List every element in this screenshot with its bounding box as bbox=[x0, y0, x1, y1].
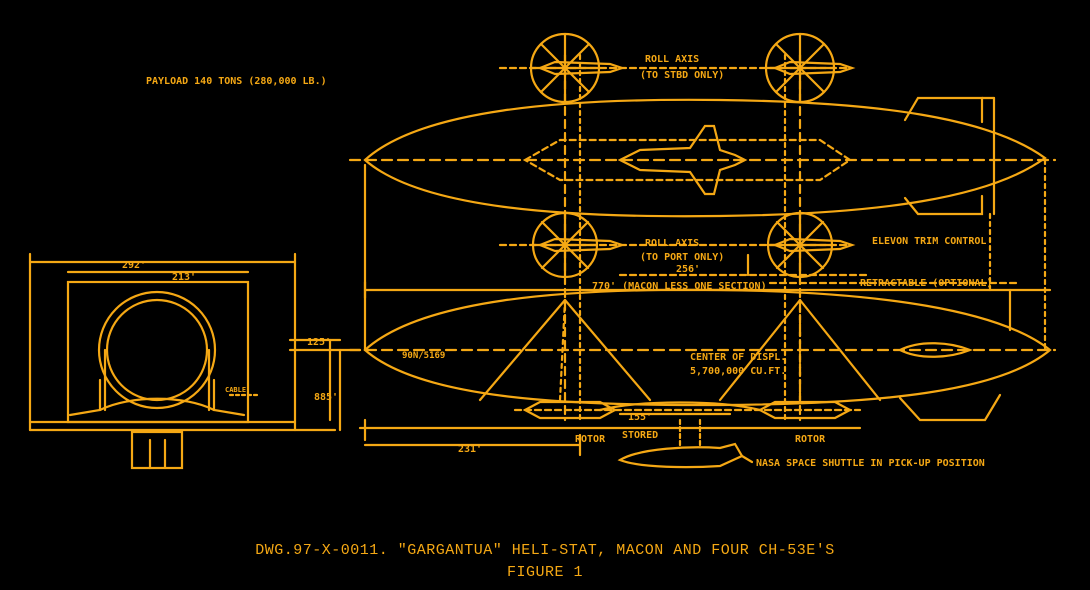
roll-axis-top-sub-label: (TO STBD ONLY) bbox=[640, 70, 724, 81]
dim-155-label: 155' bbox=[628, 412, 652, 423]
rotor-right-label: ROTOR bbox=[795, 434, 826, 445]
caption-line-1: DWG.97-X-0011. "GARGANTUA" HELI-STAT, MA… bbox=[255, 542, 835, 559]
hull-mark-label: 90N/5169 bbox=[402, 351, 445, 361]
nasa-shuttle-label: NASA SPACE SHUTTLE IN PICK-UP POSITION bbox=[756, 458, 985, 469]
dim-213-label: 213' bbox=[172, 272, 196, 283]
dim-256-label: 256' bbox=[676, 264, 700, 275]
dim-885-label: 885' bbox=[314, 392, 338, 403]
stored-label: STORED bbox=[622, 430, 658, 441]
lower-airship-hull bbox=[363, 288, 1052, 407]
shuttle-plan-view bbox=[617, 124, 748, 196]
upper-tail-fin-lower bbox=[903, 194, 984, 216]
dim-231-label: 231' bbox=[458, 444, 482, 455]
center-of-displ-label: CENTER OF DISPL. bbox=[690, 352, 786, 363]
roll-axis-port-sub-label: (TO PORT ONLY) bbox=[640, 252, 724, 263]
caption-line-2: FIGURE 1 bbox=[506, 564, 583, 581]
shuttle-side-view bbox=[617, 442, 744, 469]
dim-292-label: 292' bbox=[122, 260, 146, 271]
cable-mark-label: CABLE bbox=[225, 386, 246, 394]
lower-tail-fin bbox=[898, 393, 1002, 422]
front-view bbox=[28, 252, 362, 470]
retractable-label: RETRACTABLE (OPTIONAL) bbox=[860, 278, 992, 289]
roll-axis-top-label: ROLL AXIS bbox=[645, 54, 699, 65]
upper-airship-hull bbox=[363, 98, 1047, 218]
rotor-left-label: ROTOR bbox=[575, 434, 606, 445]
roll-axis-port-label: ROLL AXIS bbox=[645, 238, 699, 249]
macon-less-label: 770' (MACON LESS ONE SECTION) bbox=[592, 281, 767, 292]
dim-125-label: 125' bbox=[307, 337, 331, 348]
upper-tail-fin bbox=[903, 96, 984, 124]
elevon-label: ELEVON TRIM CONTROL bbox=[872, 236, 986, 247]
displ-volume-label: 5,700,000 CU.FT. bbox=[690, 366, 786, 377]
payload-label: PAYLOAD 140 TONS (280,000 LB.) bbox=[146, 76, 327, 87]
